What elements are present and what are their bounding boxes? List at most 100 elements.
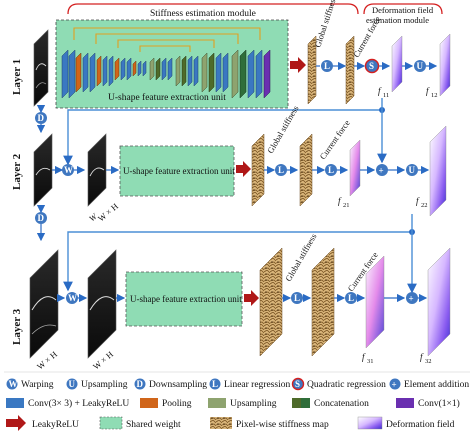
layer-1-downsample-node (35, 112, 47, 124)
layer-2-label: Layer 2 (11, 153, 23, 190)
stiffness-bracket (67, 3, 359, 15)
layer-2-field-f22 (429, 125, 447, 217)
layer-1-field-f11 (391, 35, 403, 93)
legend-concatenation: Concatenation (314, 399, 369, 409)
layer-2-shared-unit (119, 145, 235, 197)
legend-shared-weight: Shared weight (126, 420, 181, 430)
full-size-label-1: W × H (35, 349, 59, 371)
layer-3-stiffness-map-b (311, 247, 335, 357)
svg-text:+: + (392, 380, 397, 390)
layer-2-warp-node (62, 164, 74, 176)
layer-2-linear-letter-b: L (328, 165, 334, 175)
layer-2-downsample-node (35, 212, 47, 224)
layer-1-downsample-letter: D (38, 113, 45, 123)
f11-sub: 11 (383, 92, 389, 99)
layer-1-linear-letter: L (324, 61, 330, 71)
layer-3-linear-letter-b: L (348, 293, 354, 303)
layer-1-quadratic-letter: S (369, 61, 374, 71)
f32-sub: 32 (425, 358, 432, 365)
legend-leakyrelu: LeakyReLU (32, 420, 79, 430)
legend-quadratic-regression: Quadratic regression (307, 380, 386, 390)
layer-2-unit-label: U-shape feature extraction unit (123, 166, 235, 176)
layer-3-field-f31 (365, 255, 385, 349)
svg-text:S: S (295, 379, 300, 389)
layer-2-linear-node-b (325, 164, 337, 176)
layer-2-warped-image (87, 133, 107, 207)
legend-linear-regression: Linear regression (224, 380, 290, 390)
layer-2-stiffness-map-a (251, 133, 265, 207)
f32-label: f (420, 352, 424, 362)
f22-label: f (416, 196, 420, 206)
layer-3-field-f32 (427, 247, 451, 357)
layer-2-downsample-letter: D (38, 213, 45, 223)
f31-sub: 31 (367, 358, 374, 365)
layer-3-warp-letter: W (68, 293, 77, 303)
layer-1-field-f12 (439, 33, 451, 97)
layer-1-label: Layer 1 (11, 59, 23, 95)
svg-text:L: L (212, 379, 218, 389)
legend-downsampling: Downsampling (149, 380, 207, 390)
layer-2-upsample-node (406, 164, 418, 176)
layer-3-add-letter: + (409, 294, 414, 304)
layer-1-stiffness-map-b (345, 35, 355, 105)
layer-2-linear-letter: L (278, 165, 284, 175)
legend: W Warping U Upsampling D Downsampling L … (6, 377, 469, 431)
layer-2-add-node (376, 164, 388, 176)
deformation-module-title-1: Deformation field (372, 5, 434, 15)
layer-2-current-force-label: Current force (317, 118, 351, 161)
svg-text:W: W (9, 379, 18, 389)
f22-sub: 22 (421, 202, 428, 209)
legend-conv3: Conv(3× 3) + LeakyReLU (28, 398, 129, 409)
layer-1-quadratic-node (364, 58, 380, 74)
full-size-label-2: W × H (91, 349, 115, 371)
legend-stiffness-map: Pixel-wise stiffness map (236, 419, 329, 430)
legend-upsampling: Upsampling (81, 380, 128, 390)
layer-1-leakyrelu-arrow (290, 57, 306, 73)
layer-2-linear-node (275, 164, 287, 176)
layer-1-input-image (33, 29, 49, 107)
layer-3-linear-node (291, 292, 303, 304)
layer-3-stiffness-map-a (259, 247, 283, 357)
layer-3-unit-label: U-shape feature extraction unit (130, 294, 242, 304)
legend-pooling: Pooling (162, 399, 192, 409)
layer-1-upsample-letter: U (417, 61, 424, 71)
layer-3-shared-unit (125, 271, 243, 327)
f12-sub: 12 (431, 92, 438, 99)
skip-connections (73, 27, 261, 52)
layer-2-field-f21 (349, 139, 361, 197)
legend-upsampling-block: Upsampling (230, 399, 277, 409)
layer-2-add-letter: + (379, 166, 384, 176)
layer-3-leakyrelu-arrow (244, 290, 259, 306)
layer-1-unit-label: U-shape feature extraction unit (108, 92, 226, 103)
layer-3-warped-image (87, 249, 117, 359)
layer-3-warp-node (66, 292, 78, 304)
stiffness-module-title: Stiffness estimation module (150, 8, 256, 19)
layer-3-input-image (29, 249, 59, 359)
half-size-label: W × H (96, 201, 120, 223)
layer-1-global-stiffness-label: Global stiffness (312, 0, 338, 49)
legend-element-addition: Element addition (404, 380, 469, 390)
layer-2-stiffness-map-b (299, 133, 313, 207)
layer-2-upsample-letter: U (409, 165, 416, 175)
layer-1-linear-node (321, 60, 333, 72)
legend-deformation-field: Deformation field (386, 419, 455, 430)
f11-label: f (378, 86, 382, 96)
deformation-bracket (363, 3, 443, 15)
layer-3-label: Layer 3 (11, 308, 23, 345)
svg-text:U: U (69, 379, 76, 389)
layer-3-add-node (406, 292, 418, 304)
svg-text:D: D (137, 379, 144, 389)
f12-label: f (426, 86, 430, 96)
f21-label: f (338, 196, 342, 206)
f31-label: f (362, 352, 366, 362)
layer-1-stiffness-map-a (307, 35, 317, 105)
unet-blocks (61, 49, 271, 99)
layer-2-warp-letter: W (64, 165, 73, 175)
layer-3-linear-letter: L (294, 293, 300, 303)
layer-3-linear-node-b (345, 292, 357, 304)
layer-2-input-image (33, 133, 53, 207)
layer-2-leakyrelu-arrow (236, 161, 251, 177)
legend-conv1: Conv(1×1) (418, 398, 460, 409)
